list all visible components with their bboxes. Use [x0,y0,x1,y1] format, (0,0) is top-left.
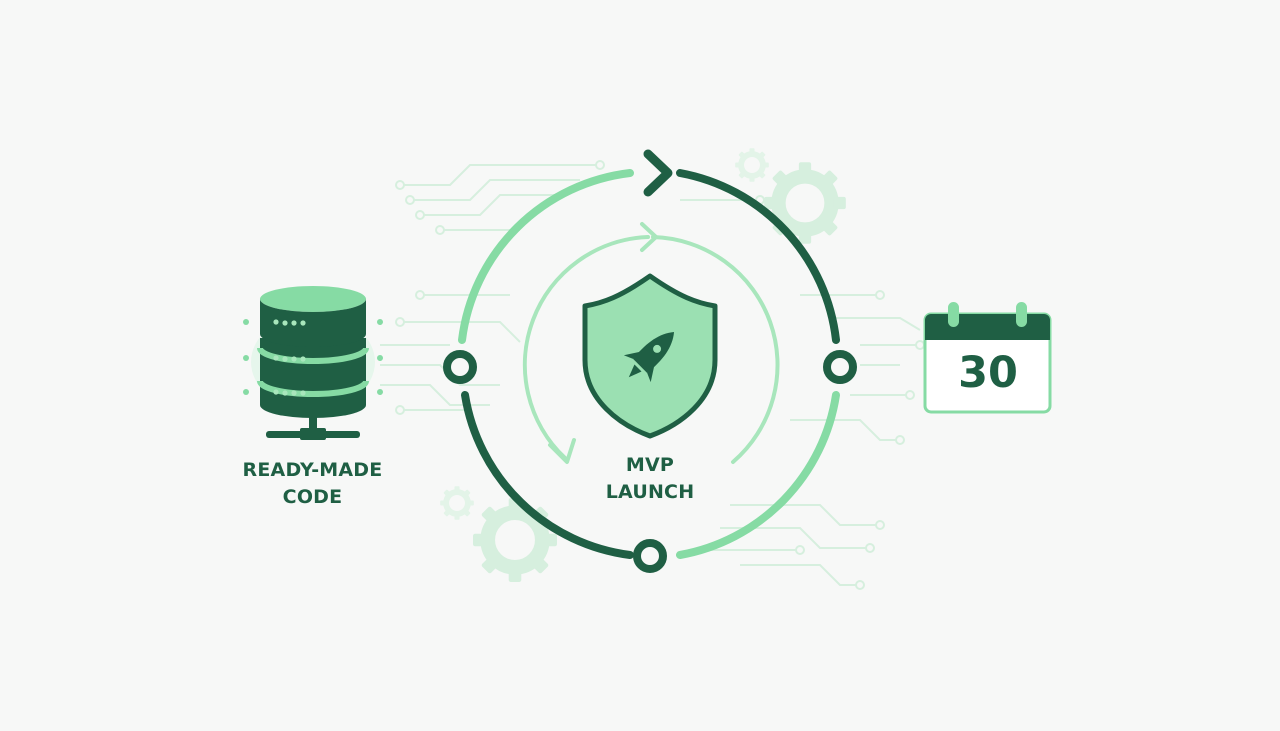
left-label-line1: READY-MADE [242,459,383,481]
gear-icon [473,498,557,582]
rocket-icon [623,331,675,383]
shield-rocket-icon [582,273,718,439]
outer-cycle-ring [458,169,840,559]
circuit-traces [380,164,921,586]
chevron-right-icon [643,149,673,197]
center-label-line1: MVP [625,454,675,476]
ready-made-code-label: READY-MADE CODE [200,457,425,511]
calendar-icon [923,302,1052,414]
server-database-icon [243,286,383,440]
mvp-launch-label: MVP LAUNCH [560,452,740,506]
gear-icon [764,162,846,244]
gear-icon [440,486,474,520]
calendar-number: 30 [958,348,1018,398]
center-label-line2: LAUNCH [605,481,695,503]
inner-arrow-arcs [522,222,780,464]
ring-nodes [443,350,857,573]
gear-icon [735,148,769,182]
left-label-line2: CODE [282,486,343,508]
